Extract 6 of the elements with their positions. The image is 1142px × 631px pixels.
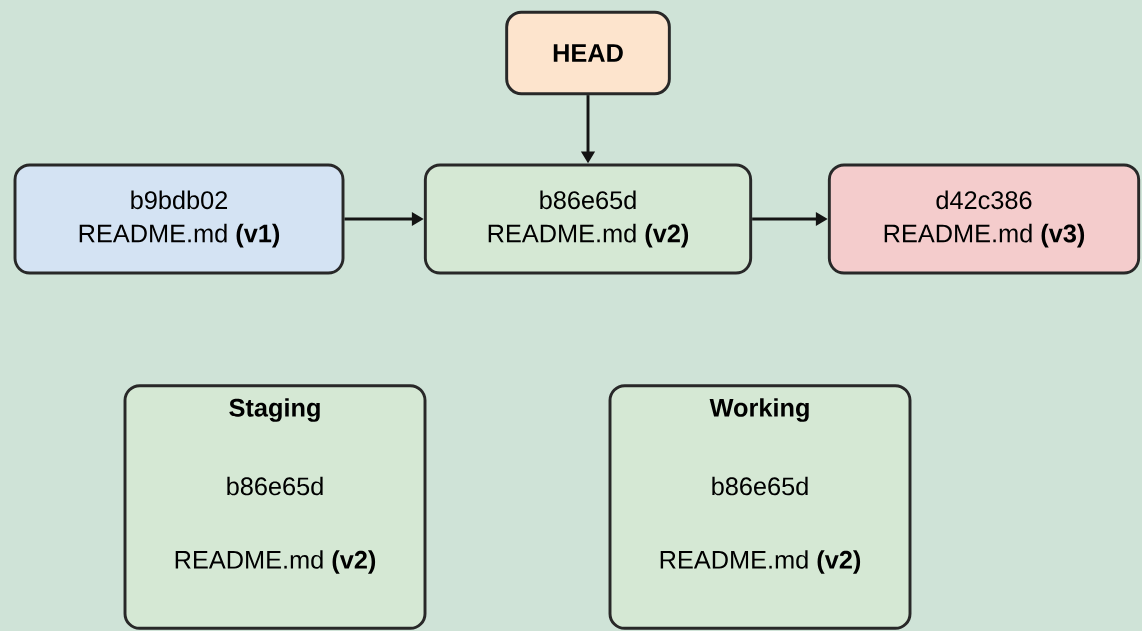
- pointer-box: HEAD: [505, 10, 671, 96]
- area-box: Working b86e65d README.md (v2): [608, 384, 912, 630]
- area-box: Staging b86e65d README.md (v2): [123, 384, 427, 630]
- commit-box: d42c386 README.md (v3): [827, 163, 1141, 275]
- commit-box: b86e65d README.md (v2): [423, 163, 753, 275]
- commit-box: b9bdb02 README.md (v1): [13, 163, 345, 275]
